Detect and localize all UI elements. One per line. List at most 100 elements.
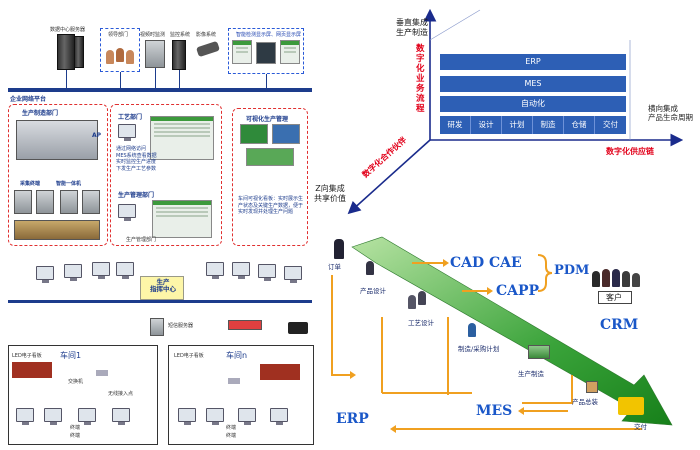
video-device-icon xyxy=(145,40,165,68)
horizontal-axis-label: 横向集成 产品生命周期 xyxy=(648,104,693,122)
label-display-screens: 智能检测显示屏、网页显示屏 xyxy=(236,32,302,38)
workshop-terminal-icon xyxy=(238,408,256,425)
workshop-terminal-icon xyxy=(206,408,224,425)
data-center-server-icon xyxy=(74,36,84,68)
terminal-icon xyxy=(82,190,100,214)
production-dept-box xyxy=(8,104,108,246)
mes-layer: MES xyxy=(440,76,626,92)
production-dept-label: 生产制造部门 xyxy=(22,110,59,117)
assembly-label: 产品总装 xyxy=(572,398,598,406)
customer-label-box xyxy=(598,291,632,304)
cell-plan: 计划 xyxy=(502,116,533,134)
customer-label: 客户 xyxy=(606,293,622,302)
workshop-terminal-icon xyxy=(78,408,96,425)
process-row: 研发 设计 计划 制造 仓储 交付 xyxy=(440,116,626,134)
workstation-icon xyxy=(284,266,302,283)
flow-svg xyxy=(331,236,673,433)
terminal-icon xyxy=(36,190,54,214)
led-board xyxy=(12,362,52,378)
display-screens-box xyxy=(228,28,304,74)
visual-mgmt-box xyxy=(232,108,308,246)
cell-design: 设计 xyxy=(471,116,502,134)
terminal-icon xyxy=(14,190,32,214)
erp-layer: ERP xyxy=(440,54,626,70)
command-center-label: 生产 指挥中心 xyxy=(150,278,176,293)
z-axis-label: Z向集成 共享价值 xyxy=(314,184,346,203)
order-label: 订单 xyxy=(328,263,341,271)
network-drop-line xyxy=(179,70,180,88)
led-board-label: LED电子看板 xyxy=(174,353,204,359)
collect-terminal-label: 采集终端 xyxy=(20,181,41,187)
customer-person-icon xyxy=(592,271,600,287)
erp-label: ERP xyxy=(336,411,369,427)
designer-person-icon xyxy=(366,261,374,275)
pdm-label: PDM xyxy=(554,263,590,278)
workstation-icon xyxy=(258,264,276,281)
arrow-to-cad xyxy=(412,259,449,267)
person-icon xyxy=(116,48,124,62)
cell-rnd: 研发 xyxy=(440,116,471,134)
customer-order-person-icon xyxy=(334,239,344,259)
workshop1-box xyxy=(8,345,158,445)
product-design-label: 产品设计 xyxy=(360,287,386,295)
forklift-icon xyxy=(618,397,644,415)
led-board xyxy=(260,364,300,380)
integration-3d-diagram: 垂直集成 生产制造 数 字 化 业 务 流 程 横向集成 产品生命周期 数字化供… xyxy=(314,0,700,230)
lower-network-bar xyxy=(8,300,312,303)
assembly-box-icon xyxy=(586,381,598,393)
prod-mgmt-screen xyxy=(152,200,212,238)
process-desc: 通过网络访问 MES系统查看数据 实时监控生产进度 下发生产工艺参数 xyxy=(116,146,157,172)
workshopN-label: 车间n xyxy=(226,351,248,360)
production-line-icon xyxy=(16,120,98,160)
terminal-label: 终端 xyxy=(226,433,237,439)
process-design-label: 工艺设计 xyxy=(408,319,434,327)
switch-label: 交换机 xyxy=(68,379,84,385)
visual-board-screen xyxy=(240,124,268,144)
workshop-terminal-icon xyxy=(44,408,62,425)
ap-label: AP xyxy=(92,132,102,139)
visual-board-screen xyxy=(272,124,300,144)
computer-icon xyxy=(118,204,136,221)
network-drop-line xyxy=(155,68,156,88)
workshop-terminal-icon xyxy=(16,408,34,425)
workstation-icon xyxy=(206,262,224,279)
workstation-icon xyxy=(92,262,110,279)
visual-mgmt-desc: 车间可视化看板：实时展示生产状态及关键生产数据，便于实时发现并处理生产问题 xyxy=(238,196,304,215)
network-drop-line xyxy=(266,74,267,88)
visual-board-screen xyxy=(246,148,294,166)
workshop-terminal-icon xyxy=(270,408,288,425)
vertical-axis-label: 垂直集成 生产制造 xyxy=(396,18,428,37)
monitor-system-icon xyxy=(172,40,186,70)
prod-mgmt-label: 生产管理部门 xyxy=(118,192,155,199)
mes-label: MES xyxy=(476,403,513,419)
workstation-icon xyxy=(64,264,82,281)
arrow-to-capp xyxy=(462,287,493,295)
axes-svg xyxy=(347,8,684,215)
label-data-center: 数据中心服务器 xyxy=(50,27,86,33)
gateway-server-icon xyxy=(150,318,164,336)
horizontal-red-label: 数字化供应链 xyxy=(606,147,654,156)
factory-network-diagram: 数据中心服务器 领导部门 视频时监测 监控系统 影像系统 智能检测显示屏、网页显… xyxy=(0,0,322,450)
workstation-icon xyxy=(36,266,54,283)
label-imaging: 影像系统 xyxy=(196,32,217,38)
process-person-icon xyxy=(418,291,426,305)
label-monitor: 监控系统 xyxy=(170,32,191,38)
crm-label: CRM xyxy=(600,317,639,333)
customer-person-icon xyxy=(612,269,620,287)
workshopN-box xyxy=(168,345,314,445)
cell-mfg: 制造 xyxy=(533,116,564,134)
led-board-label: LED电子看板 xyxy=(12,353,42,359)
vertical-red-label: 数 字 化 业 务 流 程 xyxy=(416,44,425,114)
data-center-server-icon xyxy=(57,34,75,70)
workstation-icon xyxy=(116,262,134,279)
network-drop-line xyxy=(120,72,121,88)
automation-layer: 自动化 xyxy=(440,96,626,112)
sms-modem-icon xyxy=(228,320,262,330)
process-dept-label: 工艺部门 xyxy=(118,114,143,121)
workshop1-label: 车间1 xyxy=(60,351,82,360)
camera-icon xyxy=(195,40,221,58)
command-center-screen xyxy=(140,276,184,300)
customer-person-icon xyxy=(602,269,610,287)
cad-cae-label: CAD CAE xyxy=(450,255,522,271)
enterprise-network-bar xyxy=(8,88,312,92)
